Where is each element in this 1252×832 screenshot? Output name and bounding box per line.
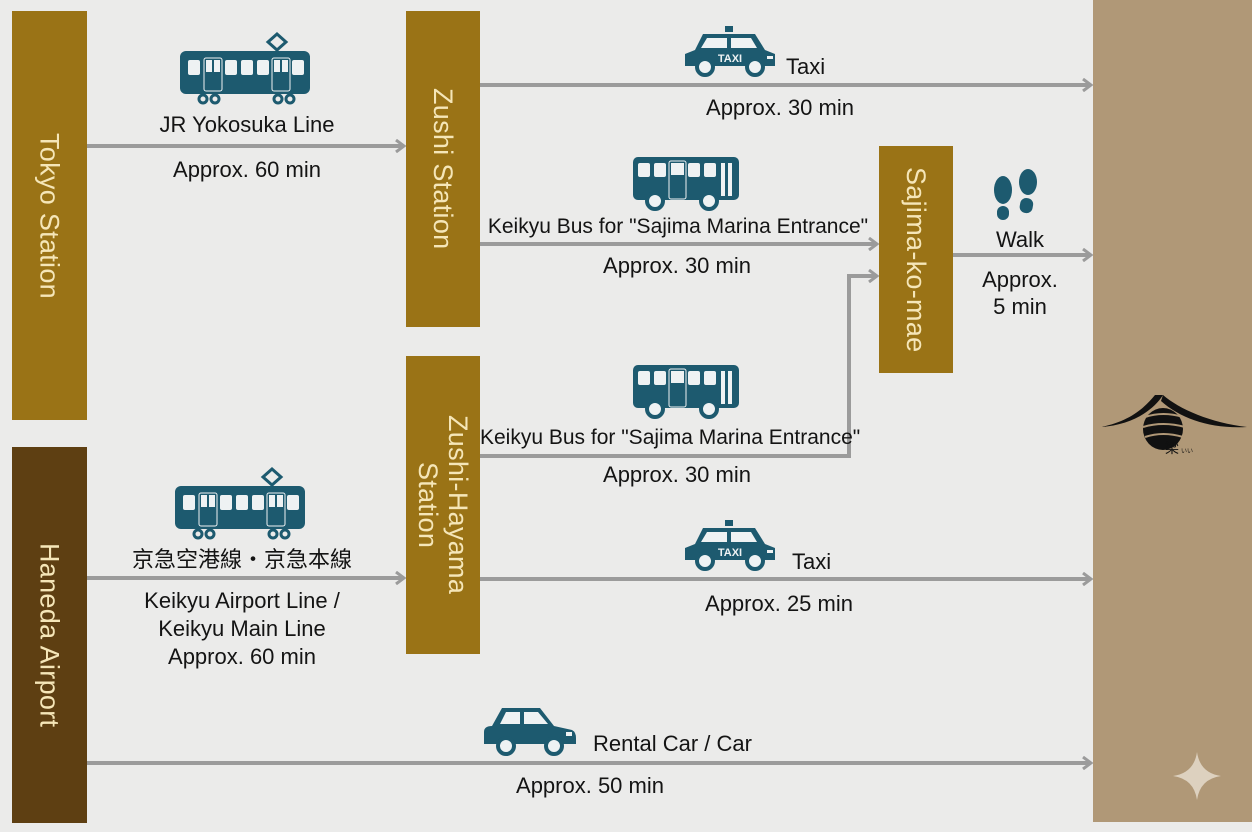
zushi-bus-name: Keikyu Bus for "Sajima Marina Entrance": [487, 215, 869, 238]
hayama-bus-time: Approx. 30 min: [603, 462, 751, 487]
jr-yokosuka-name: JR Yokosuka Line: [159, 112, 335, 137]
zushi-bus-time: Approx. 30 min: [603, 253, 751, 278]
keikyu-line-name-jp: 京急空港線・京急本線: [131, 547, 352, 572]
keikyu-line-time: Approx. 60 min: [168, 644, 316, 669]
keikyu-line-name-line1: Keikyu Airport Line /: [144, 588, 340, 613]
svg-text:梁: 梁: [1165, 440, 1179, 456]
bus-icon: [633, 365, 739, 419]
taxi-icon: TAXI: [685, 520, 775, 571]
sajima-ko-mae-label: Sajima-ko-mae: [901, 166, 931, 353]
svg-text:TAXI: TAXI: [718, 547, 742, 559]
sparkle-icon: [1173, 752, 1221, 800]
haneda-airport-box: Haneda Airport: [12, 447, 87, 823]
hayama-taxi-time: Approx. 25 min: [705, 591, 853, 616]
jr-yokosuka-time: Approx. 60 min: [173, 157, 321, 182]
haneda-airport-label: Haneda Airport: [34, 542, 65, 728]
bus-icon: [633, 157, 739, 211]
tokyo-station-label: Tokyo Station: [34, 132, 65, 299]
ryokan-logo-icon: 梁 いい: [1101, 395, 1247, 456]
keikyu-line-name-line2: Keikyu Main Line: [158, 616, 326, 641]
taxi-icon: TAXI: [685, 26, 775, 77]
walk-time-line1: Approx.: [982, 267, 1058, 292]
walk-name: Walk: [995, 227, 1045, 252]
sajima-ko-mae-box: Sajima-ko-mae: [879, 146, 953, 373]
train-icon: [180, 31, 310, 105]
walk-time-line2: 5 min: [993, 294, 1047, 319]
zushi-station-label: Zushi Station: [428, 88, 458, 250]
svg-text:TAXI: TAXI: [718, 53, 742, 65]
hayama-bus-name: Keikyu Bus for "Sajima Marina Entrance": [480, 426, 861, 449]
hayama-taxi-name: Taxi: [792, 549, 832, 574]
car-name: Rental Car / Car: [593, 731, 752, 756]
footprints-icon: [994, 169, 1037, 220]
zushi-taxi-time: Approx. 30 min: [706, 95, 854, 120]
arrow-hayama-bus: [480, 276, 877, 458]
zushi-station-box: Zushi Station: [406, 11, 480, 327]
svg-text:いい: いい: [1181, 448, 1193, 455]
tokyo-station-box: Tokyo Station: [12, 11, 87, 420]
car-time: Approx. 50 min: [516, 773, 664, 798]
destination-panel: 梁 いい: [1093, 0, 1252, 822]
train-icon: [175, 466, 305, 540]
zushi-taxi-name: Taxi: [786, 54, 826, 79]
car-icon: [484, 708, 576, 756]
